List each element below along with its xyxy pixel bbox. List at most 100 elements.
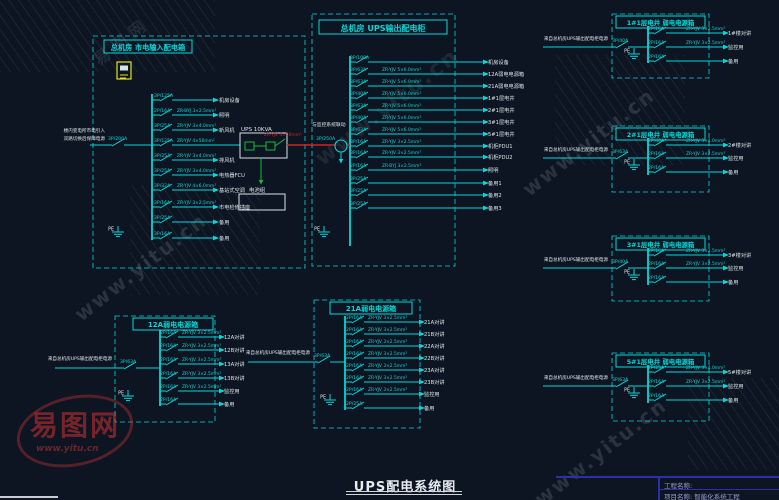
- breaker-blade: [653, 26, 667, 35]
- arrowhead: [723, 383, 729, 389]
- arrowhead: [723, 44, 729, 50]
- pe-label: PE: [624, 388, 630, 394]
- panel-outline: [114, 315, 216, 423]
- dest-label: 备用: [728, 396, 738, 404]
- title-block: 工程名称: 项目名称: 智能化系统工程: [556, 476, 779, 500]
- breaker-label: 2P/16A: [160, 357, 177, 363]
- dest-label: 备用: [728, 57, 738, 65]
- breaker-label: 3P/25A: [350, 188, 367, 194]
- cable-label: ZR-YJV 3×4.0mm²: [177, 168, 216, 174]
- dest-label: 备用: [728, 278, 738, 286]
- panel-outline: [313, 299, 421, 429]
- dest-label: 2#1层电井: [488, 106, 515, 114]
- breaker-blade: [615, 379, 629, 388]
- dest-label: 备用: [424, 404, 434, 412]
- breaker-blade: [159, 138, 173, 147]
- arrowhead: [483, 205, 489, 211]
- feeder-source-label: 来自总机房UPS输出配电柜电源: [544, 35, 609, 42]
- arrowhead: [483, 154, 489, 160]
- breaker-blade: [159, 200, 173, 209]
- dest-label: 12A弱电电源箱: [488, 70, 524, 78]
- breaker-label: 3P/32A: [154, 183, 171, 189]
- input-breaker-label: 3P/40A: [612, 259, 629, 265]
- drawing-title: UPS配电系统图: [353, 480, 457, 495]
- breaker-label: 3P/25A: [154, 123, 171, 129]
- cable-label: ZR-BYJ 3×2.5mm²: [177, 108, 216, 114]
- arrowhead: [723, 155, 729, 161]
- breaker-blade: [159, 215, 173, 224]
- breaker-blade: [159, 123, 173, 132]
- feeder-source-label: 来自总机房UPS输出配电柜电源: [544, 374, 609, 381]
- cable-label: ZR-YJV 5×6.0mm²: [382, 91, 421, 97]
- dest-label: 3#1层电井: [488, 118, 515, 126]
- dest-label: 备用: [728, 168, 738, 176]
- cable-label: ZR-YJV 5×6.0mm²: [382, 103, 421, 109]
- arrowhead: [723, 397, 729, 403]
- dest-label: 21A弱电电源箱: [488, 82, 524, 90]
- cable-label: ZR-BYJ 3×2.5mm²: [382, 163, 421, 169]
- dest-label: 照明: [219, 112, 229, 119]
- breaker-label: 2P/16A: [648, 151, 665, 157]
- dest-label: 21B对讲: [424, 330, 445, 338]
- breaker-label: 2P/16A: [648, 165, 665, 171]
- breaker-label: 3P/25A: [154, 153, 171, 159]
- breaker-blade: [355, 103, 369, 112]
- dest-label: 基站式空调: [219, 186, 245, 194]
- panel-title: 总机房 UPS输出配电柜: [341, 23, 426, 33]
- arrowhead: [419, 343, 425, 349]
- breaker-label: 2P/25A: [346, 401, 363, 407]
- breaker-label: 3P/16A: [350, 139, 367, 145]
- pe-label: PE: [320, 395, 326, 401]
- arrowhead: [723, 58, 729, 64]
- dest-label: 22A对讲: [424, 342, 445, 350]
- dest-label: 23A对讲: [424, 366, 445, 374]
- panel-title: 12A弱电电源箱: [148, 320, 198, 329]
- arrowhead: [419, 391, 425, 397]
- pe-label: PE: [118, 391, 124, 397]
- battery-box: [238, 193, 286, 211]
- electric-meter-icon: [116, 61, 132, 80]
- breaker-blade: [355, 91, 369, 100]
- panel-title-box: [615, 354, 706, 368]
- feeder-source-label: 来自总机房UPS输出配电柜电源: [544, 146, 609, 153]
- breaker-blade: [653, 40, 667, 49]
- panel-title: 2#1层电井 弱电电源箱: [627, 130, 695, 139]
- dest-label: 监控用: [224, 387, 240, 395]
- breaker-label: 2P/16A: [648, 379, 665, 385]
- breaker-label: 3P/125A: [154, 93, 174, 99]
- breaker-blade: [355, 201, 369, 210]
- cable-label: ZR-YJV 3×2.5mm²: [368, 327, 407, 333]
- ups-switch-blade: [274, 138, 286, 147]
- breaker-blade: [317, 355, 331, 364]
- arrowhead: [213, 172, 219, 178]
- breaker-blade: [355, 79, 369, 88]
- panel-title-box: [615, 127, 706, 141]
- breaker-blade: [355, 188, 369, 197]
- panel-title: 5#1层电井 弱电电源箱: [627, 357, 695, 366]
- feed-cable-label: ZR-YJV 4×50mm²: [264, 132, 302, 138]
- breaker-blade: [159, 168, 173, 177]
- panel-title-box: [318, 19, 448, 35]
- dest-label: 监控用: [728, 43, 744, 51]
- breaker-label: 2P/16A: [648, 26, 665, 32]
- feeder-source-label: 楼内变电所市电引入: [64, 127, 106, 134]
- arrowhead: [723, 279, 729, 285]
- panel-title-box: [615, 15, 706, 29]
- arrowhead: [723, 169, 729, 175]
- pe-label: PE: [624, 270, 630, 276]
- cable-label: ZR-YJV 3×2.5mm²: [368, 315, 407, 321]
- panel-title-box: [615, 237, 706, 251]
- dest-label: 1#1层电井: [488, 94, 515, 102]
- title-block-divider: [658, 489, 779, 490]
- dest-label: 电热器FCU: [219, 171, 245, 179]
- cable-label: ZR-YJV 3×2.5mm²: [686, 379, 725, 385]
- breaker-label: 3P/25A: [350, 176, 367, 182]
- dest-label: 13A对讲: [224, 360, 245, 368]
- arrowhead: [483, 131, 489, 137]
- project-name-label: 工程名称:: [664, 482, 693, 490]
